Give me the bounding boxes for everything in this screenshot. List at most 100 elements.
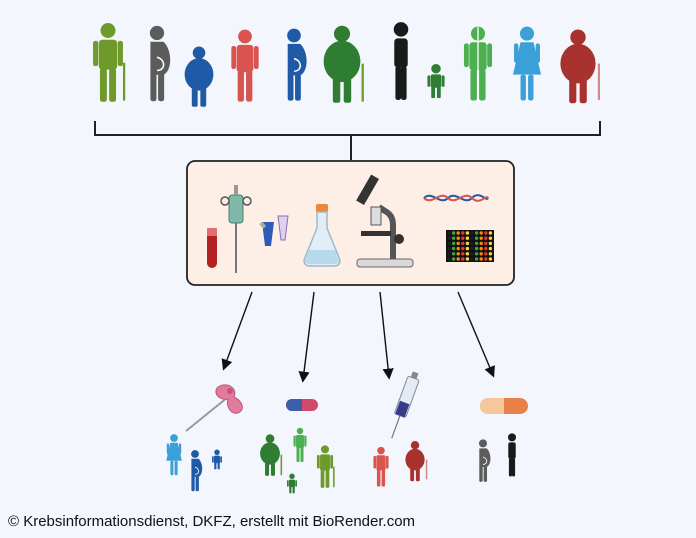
microarray-dot: [447, 231, 451, 235]
microarray-dot: [461, 257, 465, 261]
microtubes-icon: [259, 215, 289, 246]
pregnant-profile-woman-icon: [190, 449, 203, 492]
microarray-dot: [474, 252, 479, 256]
microarray-dot: [456, 231, 460, 235]
half-figure-icon: [463, 26, 493, 103]
microarray-dot: [488, 246, 493, 251]
microarray-dot: [451, 236, 456, 240]
heavy-child-icon: [184, 46, 214, 107]
microarray-dot: [488, 252, 493, 256]
microarray-dot: [447, 246, 451, 251]
microarray-dot: [451, 241, 456, 246]
microarray-dot: [488, 257, 493, 261]
microarray-dot: [456, 257, 460, 261]
pregnant-profile-woman-icon: [286, 27, 308, 102]
iv-catheter-icon: [185, 384, 243, 432]
microarray-dot: [484, 236, 488, 240]
elderly-man-cane-icon: [316, 445, 335, 488]
arrow-1: [221, 291, 253, 371]
microarray-dot: [479, 236, 483, 240]
arrow-4: [457, 291, 495, 378]
microarray-dot: [479, 252, 483, 256]
microarray-dot: [484, 252, 488, 256]
microarray-dot: [447, 241, 451, 246]
man-profile-icon: [393, 22, 409, 100]
microarray-dot: [456, 246, 460, 251]
man-icon: [212, 449, 222, 470]
microarray-dot: [465, 236, 470, 240]
microarray-icon: [446, 230, 494, 262]
population-row: [93, 22, 600, 107]
heavy-elderly-cane-icon: [260, 434, 283, 476]
microarray-dot: [451, 231, 456, 235]
microarray-dot: [461, 236, 465, 240]
microarray-dot: [447, 236, 451, 240]
microarray-dot: [451, 246, 456, 251]
syringe-icon: [391, 371, 420, 439]
microarray-dot: [447, 257, 451, 261]
capsule-orange-icon: [480, 398, 528, 414]
microarray-dot: [451, 252, 456, 256]
bracket: [94, 121, 601, 160]
microarray-dot: [479, 246, 483, 251]
microarray-dot: [470, 231, 474, 235]
microarray-dot: [484, 257, 488, 261]
microarray-dot: [451, 257, 456, 261]
microarray-dot: [484, 246, 488, 251]
patient-group-4: [478, 433, 517, 483]
arrow-3: [379, 291, 394, 380]
microarray-dot: [470, 252, 474, 256]
heavy-elderly-woman-cane-icon: [405, 441, 428, 482]
microarray-dot: [470, 246, 474, 251]
microarray-dot: [474, 241, 479, 246]
microarray-dot: [470, 241, 474, 246]
microarray-dot: [461, 252, 465, 256]
woman-icon: [166, 434, 182, 476]
man-icon: [373, 446, 389, 487]
patient-group-1: [166, 434, 222, 492]
lab-box: [186, 160, 515, 286]
pregnant-woman-icon: [149, 25, 171, 102]
microarray-dot: [488, 231, 493, 235]
microarray-dot: [474, 257, 479, 261]
heavy-elderly-woman-cane-icon: [560, 29, 600, 104]
pregnant-woman-icon: [478, 438, 491, 483]
arrows: [221, 291, 495, 383]
microarray-dot: [465, 252, 470, 256]
microarray-dot: [474, 236, 479, 240]
patient-group-2: [260, 427, 335, 494]
biopsy-needle-icon: [220, 185, 252, 273]
microarray-dot: [474, 246, 479, 251]
half-figure-icon: [293, 427, 307, 462]
dna-helix-icon: [423, 194, 489, 202]
microarray-dot: [461, 241, 465, 246]
patient-group-3: [373, 441, 428, 487]
microscope-icon: [356, 174, 414, 268]
microarray-dot: [456, 252, 460, 256]
erlenmeyer-flask-icon: [303, 204, 341, 267]
microarray-dot: [465, 246, 470, 251]
microarray-dot: [465, 257, 470, 261]
microarray-dot: [456, 236, 460, 240]
microarray-dot: [465, 231, 470, 235]
child-icon: [287, 473, 297, 494]
microarray-dot: [447, 252, 451, 256]
child-icon: [427, 63, 445, 99]
arrow-2: [298, 291, 315, 383]
woman-icon: [512, 26, 542, 101]
microarray-dot: [456, 241, 460, 246]
capsule-blue-red-icon: [286, 399, 318, 411]
microarray-dot: [484, 231, 488, 235]
microarray-dot: [461, 246, 465, 251]
microarray-dot: [488, 241, 493, 246]
heavy-elderly-cane-icon: [323, 25, 364, 103]
microarray-dot: [461, 231, 465, 235]
microarray-dot: [479, 231, 483, 235]
microarray-dot: [479, 257, 483, 261]
microarray-dot: [488, 236, 493, 240]
microarray-dot: [465, 241, 470, 246]
elderly-man-cane-icon: [93, 23, 126, 102]
microarray-dot: [484, 241, 488, 246]
microarray-dot: [470, 257, 474, 261]
blood-tube-icon: [207, 228, 217, 268]
